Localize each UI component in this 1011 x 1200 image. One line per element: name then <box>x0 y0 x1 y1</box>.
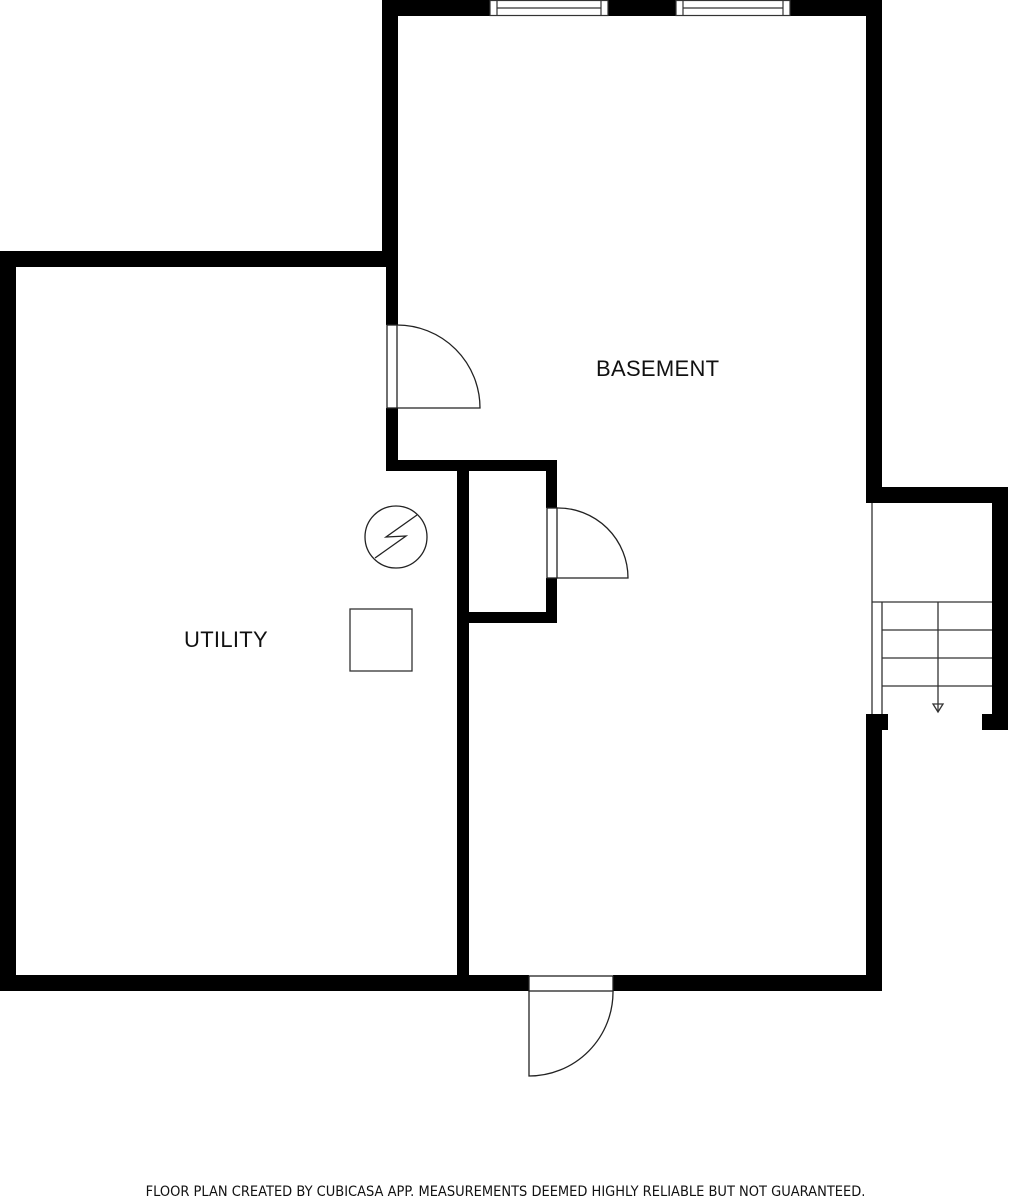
walls <box>0 0 1008 991</box>
stairs-down-arrow-icon <box>931 703 945 714</box>
door-exterior <box>528 975 614 1077</box>
door-utility-basement <box>386 324 481 409</box>
stairs <box>871 503 992 714</box>
utility-unit-square <box>349 608 413 672</box>
doors <box>386 324 629 1077</box>
room-label-basement: BASEMENT <box>596 356 720 381</box>
door-closet <box>546 507 629 579</box>
windows <box>489 0 791 17</box>
footer-disclaimer: FLOOR PLAN CREATED BY CUBICASA APP. MEAS… <box>145 1184 866 1200</box>
room-label-utility: UTILITY <box>184 627 268 652</box>
window-2 <box>675 0 791 17</box>
electrical-panel-icon <box>364 505 428 569</box>
window-1 <box>489 0 609 17</box>
